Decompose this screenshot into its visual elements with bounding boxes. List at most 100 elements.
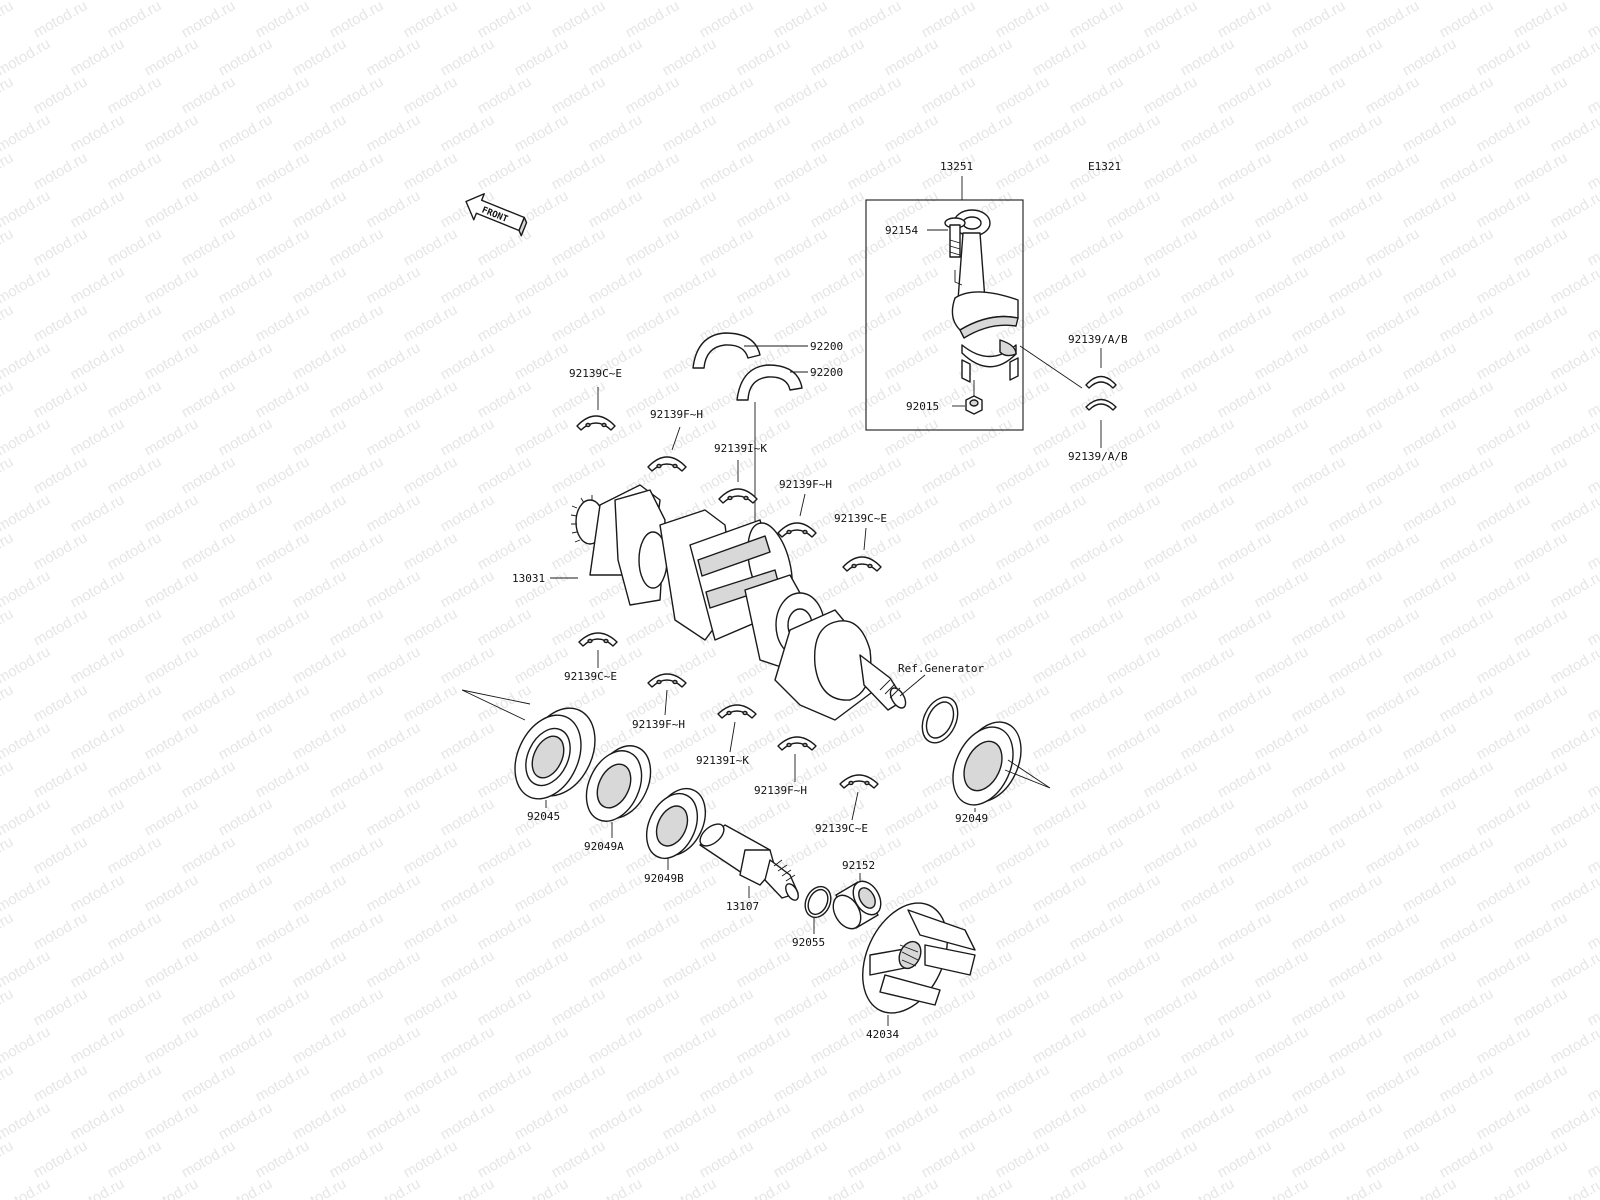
part-label-thrust-washer-2[interactable]: 92200 <box>810 366 843 379</box>
part-label-shaft[interactable]: 13107 <box>726 900 759 913</box>
watermark-text: motod.ru <box>845 73 905 117</box>
part-label-bearing-lower-ik[interactable]: 92139I~K <box>696 754 749 767</box>
watermark-text: motod.ru <box>1363 1137 1423 1181</box>
part-label-conrod-bearing-upper[interactable]: 92139/A/B <box>1068 333 1128 346</box>
watermark-text: motod.ru <box>1437 0 1497 41</box>
watermark-text: motod.ru <box>105 833 165 877</box>
watermark-text: motod.ru <box>0 149 16 193</box>
watermark-text: motod.ru <box>216 1023 276 1067</box>
watermark-text: motod.ru <box>697 149 757 193</box>
part-label-collar[interactable]: 92152 <box>842 859 875 872</box>
watermark-text: motod.ru <box>549 377 609 421</box>
watermark-text: motod.ru <box>586 871 646 915</box>
watermark-text: motod.ru <box>697 909 757 953</box>
part-label-bearing-upper-ce-1[interactable]: 92139C~E <box>569 367 622 380</box>
part-label-bearing-upper-fh-2[interactable]: 92139F~H <box>779 478 832 491</box>
part-label-bearing-upper-ce-2[interactable]: 92139C~E <box>834 512 887 525</box>
watermark-text: motod.ru <box>31 1061 91 1105</box>
watermark-text: motod.ru <box>1437 1137 1497 1181</box>
watermark-text: motod.ru <box>1474 35 1534 79</box>
watermark-text: motod.ru <box>1030 643 1090 687</box>
watermark-text: motod.ru <box>0 1023 53 1067</box>
watermark-text: motod.ru <box>0 719 53 763</box>
part-label-oil-seal[interactable]: 92049 <box>955 812 988 825</box>
leader-line <box>1004 759 1051 789</box>
part-label-conrod-assembly[interactable]: 13251 <box>940 160 973 173</box>
watermark-text: motod.ru <box>919 1061 979 1105</box>
watermark-text: motod.ru <box>882 1175 942 1200</box>
part-label-o-ring[interactable]: 92055 <box>792 936 825 949</box>
watermark-text: motod.ru <box>549 1061 609 1105</box>
watermark-text: motod.ru <box>142 415 202 459</box>
watermark-text: motod.ru <box>1289 453 1349 497</box>
watermark-text: motod.ru <box>697 681 757 725</box>
watermark-text: motod.ru <box>0 187 53 231</box>
watermark-text: motod.ru <box>993 1137 1053 1181</box>
watermark-text: motod.ru <box>1548 111 1600 155</box>
watermark-text: motod.ru <box>179 377 239 421</box>
part-label-oil-seal-b[interactable]: 92049B <box>644 872 684 885</box>
watermark-text: motod.ru <box>1474 719 1534 763</box>
watermark-text: motod.ru <box>438 1023 498 1067</box>
watermark-text: motod.ru <box>475 149 535 193</box>
part-label-crankshaft[interactable]: 13031 <box>512 572 545 585</box>
watermark-text: motod.ru <box>808 263 868 307</box>
watermark-text: motod.ru <box>1030 871 1090 915</box>
ref-generator-label[interactable]: Ref.Generator <box>898 662 984 675</box>
conrod-bearing-lower-icon <box>1085 398 1117 411</box>
watermark-text: motod.ru <box>1437 301 1497 345</box>
watermark-text: motod.ru <box>105 149 165 193</box>
watermark-text: motod.ru <box>1400 35 1460 79</box>
part-label-ball-bearing[interactable]: 92045 <box>527 810 560 823</box>
watermark-text: motod.ru <box>1104 719 1164 763</box>
watermark-text: motod.ru <box>1326 111 1386 155</box>
watermark-text: motod.ru <box>1326 415 1386 459</box>
watermark-text: motod.ru <box>438 491 498 535</box>
part-label-coupling[interactable]: 42034 <box>866 1028 899 1041</box>
part-label-bearing-upper-fh-1[interactable]: 92139F~H <box>650 408 703 421</box>
watermark-text: motod.ru <box>68 1175 128 1200</box>
watermark-text: motod.ru <box>1252 643 1312 687</box>
part-label-bearing-lower-ce-2[interactable]: 92139C~E <box>815 822 868 835</box>
watermark-text: motod.ru <box>993 73 1053 117</box>
watermark-text: motod.ru <box>216 1099 276 1143</box>
part-label-thrust-washer-1[interactable]: 92200 <box>810 340 843 353</box>
watermark-text: motod.ru <box>0 643 53 687</box>
part-label-bearing-lower-fh-1[interactable]: 92139F~H <box>632 718 685 731</box>
diagram-code: E1321 <box>1088 160 1121 173</box>
part-label-conrod-nut[interactable]: 92015 <box>906 400 939 413</box>
part-label-bearing-lower-fh-2[interactable]: 92139F~H <box>754 784 807 797</box>
watermark-text: motod.ru <box>697 1061 757 1105</box>
watermark-text: motod.ru <box>660 1099 720 1143</box>
watermark-text: motod.ru <box>0 947 53 991</box>
thread-icon <box>879 679 907 709</box>
watermark-text: motod.ru <box>1437 985 1497 1029</box>
watermark-text: motod.ru <box>1178 111 1238 155</box>
part-label-bearing-lower-ce-1[interactable]: 92139C~E <box>564 670 617 683</box>
part-label-oil-seal-a[interactable]: 92049A <box>584 840 624 853</box>
watermark-text: motod.ru <box>1289 73 1349 117</box>
watermark-text: motod.ru <box>290 643 350 687</box>
watermark-text: motod.ru <box>734 1099 794 1143</box>
watermark-text: motod.ru <box>438 567 498 611</box>
watermark-text: motod.ru <box>919 1137 979 1181</box>
watermark-text: motod.ru <box>142 1099 202 1143</box>
watermark-text: motod.ru <box>1363 377 1423 421</box>
watermark-text: motod.ru <box>253 225 313 269</box>
watermark-text: motod.ru <box>882 263 942 307</box>
part-label-conrod-bearing-lower[interactable]: 92139/A/B <box>1068 450 1128 463</box>
watermark-text: motod.ru <box>1141 149 1201 193</box>
watermark-text: motod.ru <box>1326 263 1386 307</box>
watermark-text: motod.ru <box>0 985 16 1029</box>
watermark-text: motod.ru <box>660 35 720 79</box>
watermark-text: motod.ru <box>586 111 646 155</box>
watermark-text: motod.ru <box>1400 1099 1460 1143</box>
part-label-conrod-bolt[interactable]: 92154 <box>885 224 918 237</box>
watermark-text: motod.ru <box>179 833 239 877</box>
watermark-text: motod.ru <box>1363 73 1423 117</box>
watermark-text: motod.ru <box>290 1023 350 1067</box>
part-label-bearing-upper-ik[interactable]: 92139I~K <box>714 442 767 455</box>
watermark-text: motod.ru <box>68 1023 128 1067</box>
ring-icon <box>921 696 959 744</box>
watermark-text: motod.ru <box>1363 529 1423 573</box>
